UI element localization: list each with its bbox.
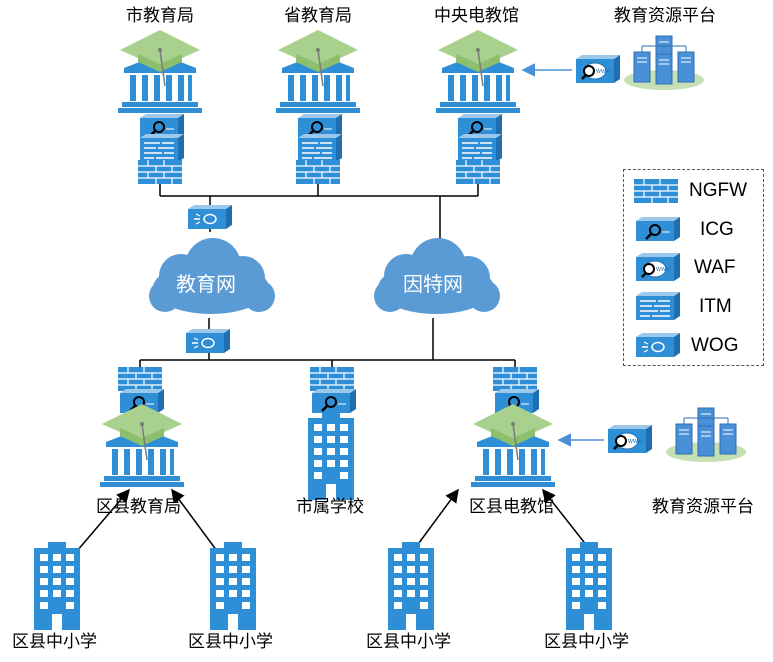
label-city-bureau: 市教育局 bbox=[126, 6, 194, 26]
label-resource-platform-top: 教育资源平台 bbox=[614, 6, 716, 26]
label-province-bureau: 省教育局 bbox=[284, 6, 352, 26]
ngfw-icon bbox=[117, 366, 163, 392]
legend-label-ngfw: NGFW bbox=[689, 180, 748, 201]
label-district-bureau: 区县教育局 bbox=[96, 497, 181, 517]
label-city-school: 市属学校 bbox=[296, 497, 364, 517]
ngfw-icon bbox=[309, 366, 355, 392]
school-building-1 bbox=[34, 542, 80, 630]
server-platform-icon bbox=[665, 407, 747, 463]
legend-label-itm: ITM bbox=[699, 296, 732, 317]
itm-icon bbox=[297, 133, 343, 163]
label-central-edu-center: 中央电教馆 bbox=[434, 6, 519, 26]
ngfw-icon bbox=[295, 159, 341, 185]
label-school-2: 区县中小学 bbox=[188, 632, 273, 652]
ngfw-icon bbox=[137, 159, 183, 185]
legend-label-waf: WAF bbox=[694, 257, 736, 278]
district-edu-center-building bbox=[470, 403, 556, 488]
city-school-building bbox=[308, 412, 354, 500]
label-internet: 因特网 bbox=[403, 272, 463, 296]
school-building-4 bbox=[566, 542, 612, 630]
school-building-2 bbox=[210, 542, 256, 630]
itm-icon bbox=[457, 133, 503, 163]
waf-icon bbox=[574, 53, 622, 85]
label-school-1: 区县中小学 bbox=[12, 632, 97, 652]
legend bbox=[623, 169, 764, 366]
connection-lines bbox=[76, 183, 592, 552]
platform-arrows bbox=[521, 63, 604, 447]
itm-icon bbox=[139, 133, 185, 163]
legend-label-wog: WOG bbox=[691, 335, 739, 356]
ngfw-icon bbox=[455, 159, 501, 185]
label-resource-platform-bottom: 教育资源平台 bbox=[652, 497, 754, 517]
icg-icon bbox=[310, 387, 358, 415]
city-bureau-building bbox=[117, 29, 203, 114]
province-bureau-building bbox=[275, 29, 361, 114]
district-bureau-building bbox=[99, 403, 185, 488]
label-school-3: 区县中小学 bbox=[366, 632, 451, 652]
label-district-edu-center: 区县电教馆 bbox=[469, 497, 554, 517]
waf-icon bbox=[606, 423, 654, 455]
legend-label-icg: ICG bbox=[700, 219, 734, 240]
label-school-4: 区县中小学 bbox=[544, 632, 629, 652]
school-building-3 bbox=[388, 542, 434, 630]
server-platform-icon bbox=[623, 35, 705, 91]
wog-icon bbox=[185, 328, 231, 354]
ngfw-icon bbox=[492, 366, 538, 392]
label-edu-network: 教育网 bbox=[176, 272, 236, 296]
central-edu-center-building bbox=[435, 29, 521, 114]
wog-icon bbox=[187, 204, 233, 230]
